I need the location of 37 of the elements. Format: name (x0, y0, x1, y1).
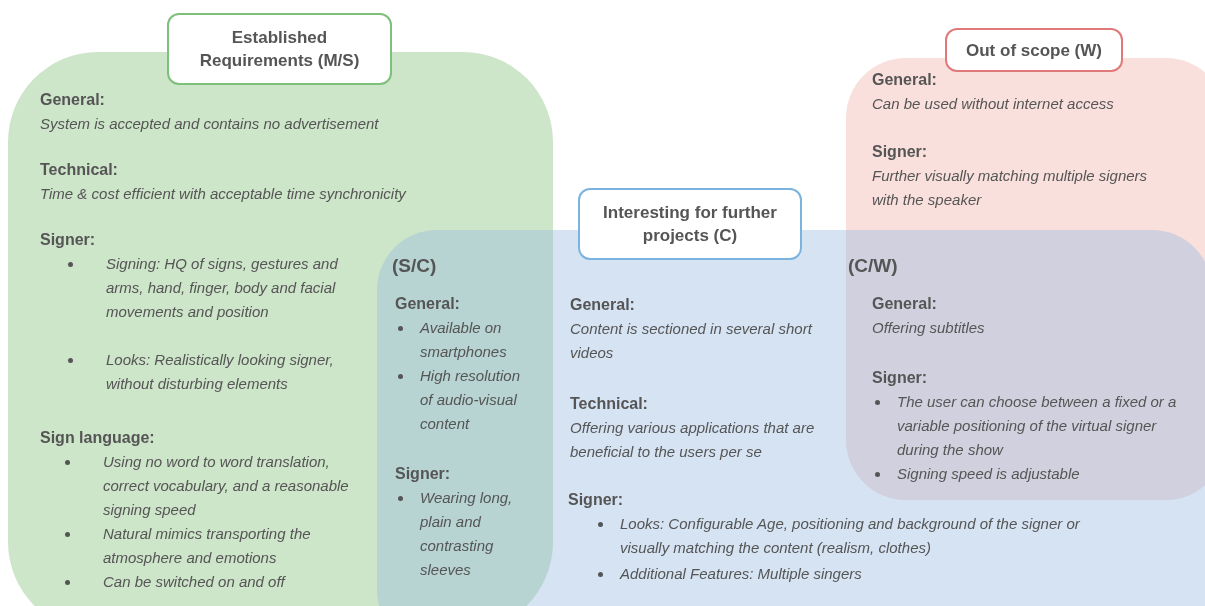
requirement-text: Further visually matching multiple signers with the speaker (872, 166, 1149, 210)
bullet-point-text: Signing speed is adjustable (897, 464, 1081, 484)
section-heading: Technical: (40, 160, 119, 180)
section-heading: General: (570, 295, 636, 315)
requirement-text: Time & cost efficient with acceptable time synchronicity (40, 184, 408, 204)
section-heading: General: (395, 294, 461, 314)
section-heading: Technical: (570, 394, 649, 414)
requirement-text: Offering various applications that are beneficial to the users per se (570, 418, 816, 462)
bullet-point-text: Natural mimics transporting the atmosphere and emotions (103, 524, 312, 568)
bullet-point-text: Signing: HQ of signs, gestures and arms, hand, finger, body and facial movements and position (106, 254, 339, 322)
requirement-text: Offering subtitles (872, 318, 986, 338)
section-heading: Signer: (872, 142, 929, 162)
section-heading: Signer: (395, 464, 452, 484)
section-heading: General: (872, 294, 938, 314)
bullet-point-text: Can be switched on and off (103, 572, 287, 592)
section-heading: General: (40, 90, 106, 110)
section-heading: Signer: (568, 490, 625, 510)
overlap-label: (C/W) (848, 254, 899, 278)
requirement-text: System is accepted and contains no advertisement (40, 114, 380, 134)
section-heading: General: (872, 70, 938, 90)
bullet-point-text: Wearing long, plain and contrasting sleeves (420, 488, 514, 580)
requirement-text: Content is sectioned in several short videos (570, 319, 814, 363)
bullet-point-text: Looks: Realistically looking signer, without disturbing elements (106, 350, 335, 394)
category-title: Established Requirements (M/S) (167, 13, 392, 85)
section-heading: Sign language: (40, 428, 156, 448)
bullet-point-text: Available on smartphones (420, 318, 508, 362)
bullet-point-text: Looks: Configurable Age, positioning and background of the signer or visually matching the content (realism, clothes) (620, 514, 1081, 558)
bullet-point-text: Additional Features: Multiple singers (620, 564, 863, 584)
overlap-label: (S/C) (392, 254, 438, 278)
category-title: Interesting for further projects (C) (578, 188, 802, 260)
bullet-point-text: High resolution of audio-visual content (420, 366, 522, 434)
category-title: Out of scope (W) (945, 28, 1123, 72)
bullet-point-text: The user can choose between a fixed or a variable positioning of the virtual signer during the show (897, 392, 1178, 460)
section-heading: Signer: (40, 230, 97, 250)
requirement-text: Can be used without internet access (872, 94, 1115, 114)
bullet-point-text: Using no word to word translation, correct vocabulary, and a reasonable signing speed (103, 452, 350, 520)
section-heading: Signer: (872, 368, 929, 388)
